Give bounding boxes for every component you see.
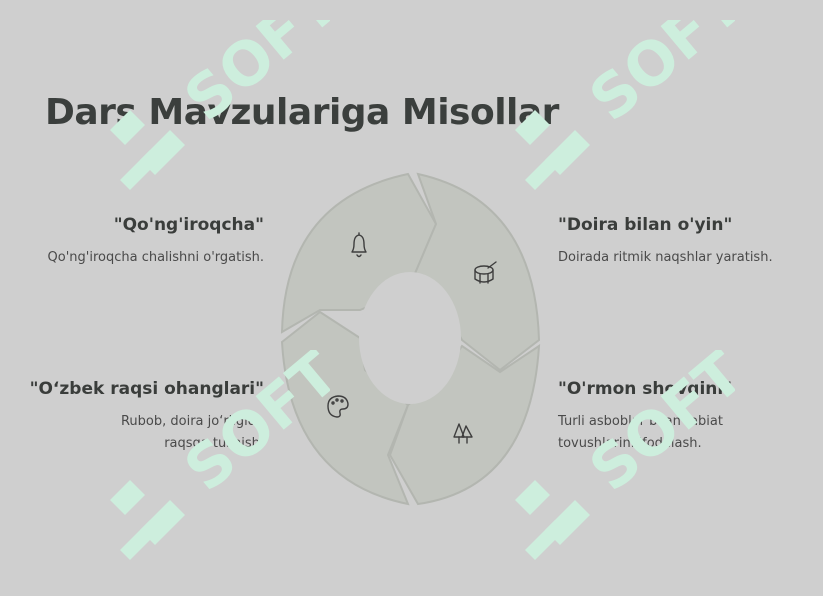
bell-icon: [351, 232, 367, 258]
item-description: Rubob, doira jo‘rligida raqsga tushish.: [120, 414, 264, 451]
item-heading: "Doira bilan o'yin": [558, 215, 733, 235]
item-drum: "Doira bilan o'yin" Doirada ritmik naqsh…: [558, 215, 798, 269]
drum-icon: [474, 261, 497, 284]
item-bell: "Qo'ng'iroqcha" Qo'ng'iroqcha chalishni …: [24, 215, 264, 269]
item-dance: "O‘zbek raqsi ohanglari" Rubob, doira jo…: [24, 379, 264, 455]
item-heading: "O‘zbek raqsi ohanglari": [29, 379, 264, 399]
segment-top-right: [406, 172, 541, 372]
center-hole: [359, 272, 461, 404]
item-description: Turli asboblar bilan tabiat tovushlarini…: [558, 414, 723, 451]
trees-icon: [453, 423, 473, 444]
item-description: Doirada ritmik naqshlar yaratish.: [558, 250, 773, 265]
item-heading: "Qo'ng'iroqcha": [113, 215, 264, 235]
item-description: Qo'ng'iroqcha chalishni o'rgatish.: [47, 250, 264, 265]
item-heading: "O'rmon shovqini": [558, 379, 733, 399]
item-forest: "O'rmon shovqini" Turli asboblar bilan t…: [558, 379, 758, 455]
palette-icon: [327, 395, 349, 418]
segment-bottom-right: [388, 344, 541, 506]
